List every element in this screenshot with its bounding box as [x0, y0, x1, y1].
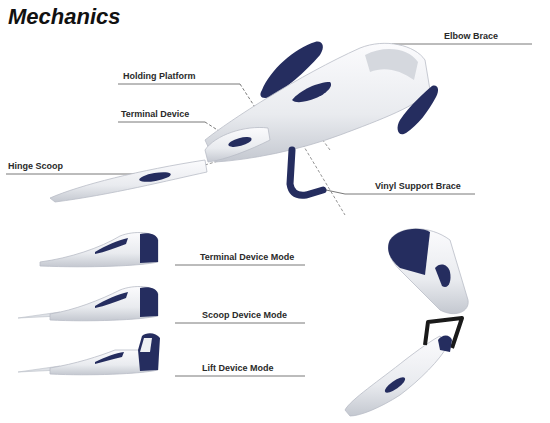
- terminal-slot: [227, 135, 252, 149]
- part-label: Terminal Device: [121, 109, 189, 120]
- cuff-slot: [292, 82, 331, 102]
- exploded-assembly: [50, 42, 438, 202]
- cuff-perspective: [388, 229, 468, 314]
- side-slot: [95, 292, 128, 308]
- terminal-device: [205, 127, 270, 162]
- lift-brace: [138, 333, 160, 371]
- side-slot: [95, 238, 128, 254]
- elbow-pad: [398, 86, 439, 135]
- underline: [175, 323, 305, 324]
- part-label: Vinyl Support Brace: [375, 181, 461, 192]
- underline: [118, 84, 240, 85]
- scoop-mode-view: [18, 287, 158, 321]
- underline: [175, 376, 305, 377]
- part-label: Scoop Device Mode: [202, 310, 287, 321]
- terminal-mode-view: [40, 233, 158, 267]
- scoop-slot: [139, 170, 172, 183]
- cuff-slot: [435, 265, 451, 288]
- part-label: Lift Device Mode: [202, 363, 274, 374]
- cuff-body: [388, 229, 468, 314]
- cuff-slot: [383, 375, 407, 395]
- hinge-scoop: [50, 160, 207, 202]
- lift-perspective: [345, 318, 462, 416]
- lift-pad: [438, 336, 452, 353]
- leader-line: [326, 190, 345, 194]
- cuff-shading: [365, 49, 418, 80]
- assembly-line: [300, 140, 345, 215]
- side-pad: [140, 233, 158, 263]
- side-body: [40, 233, 158, 267]
- part-label: Holding Platform: [123, 71, 196, 82]
- side-body: [50, 287, 158, 321]
- vinyl-brace: [290, 150, 323, 195]
- part-label: Terminal Device Mode: [200, 252, 294, 263]
- underline: [118, 122, 205, 123]
- side-pad: [140, 287, 158, 317]
- cuff-body: [345, 336, 448, 416]
- diagram-title: Mechanics: [8, 4, 121, 30]
- underline: [345, 194, 475, 195]
- underline: [392, 44, 532, 45]
- part-label: Elbow Brace: [444, 31, 498, 42]
- cuff-body: [205, 43, 430, 162]
- underline: [175, 265, 305, 266]
- side-slot: [95, 352, 124, 364]
- lift-mode-view: [18, 333, 160, 375]
- part-label: Hinge Scoop: [8, 161, 63, 172]
- elbow-end: [388, 229, 430, 275]
- lift-brace-face: [140, 338, 152, 352]
